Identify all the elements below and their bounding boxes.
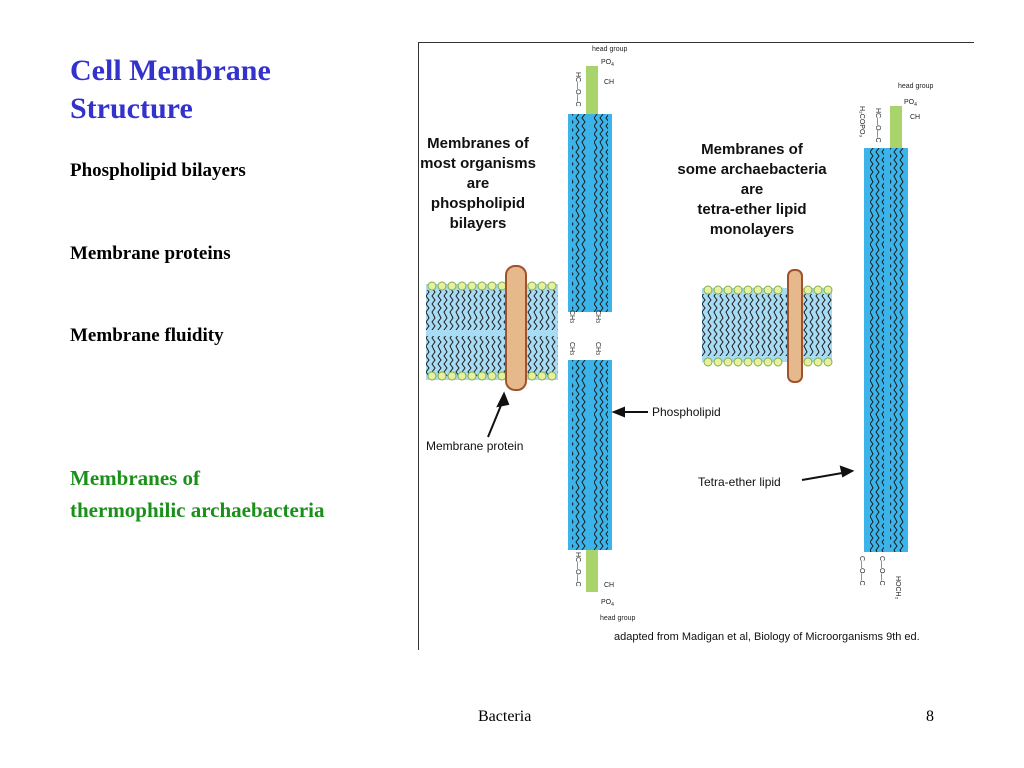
head-group-label-bottom: head group bbox=[600, 615, 636, 622]
c-o-ch-right: C—O—C bbox=[878, 556, 885, 586]
label-phospholipid: Phospholipid bbox=[652, 405, 721, 419]
h2c-o-c-right: C—O—C bbox=[858, 556, 865, 586]
hc-o-c-upper: HC—O—C bbox=[574, 72, 581, 107]
svg-text:some archaebacteria: some archaebacteria bbox=[677, 161, 827, 178]
hc-o-c-lower: HC—O—C bbox=[574, 552, 581, 587]
ch-label-right: CH bbox=[910, 114, 920, 121]
hc-o-c-right: HC—O—C bbox=[874, 108, 881, 143]
slide-title-line1: Cell Membrane bbox=[70, 54, 271, 87]
membrane-protein-right bbox=[787, 269, 803, 383]
svg-text:Membranes of: Membranes of bbox=[701, 141, 804, 158]
bullet-membrane-proteins: Membrane proteins bbox=[70, 243, 231, 264]
head-group-label-right: head group bbox=[898, 83, 934, 90]
label-tetraether: Tetra-ether lipid bbox=[698, 475, 781, 489]
svg-text:phospholipid: phospholipid bbox=[431, 195, 525, 212]
ch3-upper-left: CH3 bbox=[568, 310, 575, 323]
head-group-label-top: head group bbox=[592, 46, 628, 53]
ch3-lower-left: CH3 bbox=[568, 342, 575, 355]
figure-credit: adapted from Madigan et al, Biology of M… bbox=[614, 631, 920, 643]
svg-text:bilayers: bilayers bbox=[450, 215, 507, 232]
svg-text:Membranes of: Membranes of bbox=[427, 135, 530, 152]
svg-text:are: are bbox=[741, 181, 764, 198]
label-membrane-protein: Membrane protein bbox=[426, 439, 523, 453]
head-green-upper bbox=[586, 66, 598, 114]
phospholipid-upper: head group PO4 CH HC—O—C CH3 CH3 bbox=[568, 46, 628, 323]
svg-text:monolayers: monolayers bbox=[710, 221, 794, 238]
svg-text:most organisms: most organisms bbox=[420, 155, 536, 172]
po4-label-bottom: PO4 bbox=[601, 599, 614, 608]
head-green-lower bbox=[586, 550, 598, 592]
phospholipid-lower: CH3 CH3 HC—O—C CH PO4 head group bbox=[568, 342, 636, 622]
highlight-line2: thermophilic archaebacteria bbox=[70, 498, 325, 522]
bullet-membrane-fluidity: Membrane fluidity bbox=[70, 325, 224, 346]
ch-label-top: CH bbox=[604, 79, 614, 86]
bullet-phospholipid-bilayers: Phospholipid bilayers bbox=[70, 160, 246, 181]
membrane-protein-left bbox=[505, 265, 527, 391]
tetraether-lipid: head group PO4 CH H₂COPO₃ HC—O—C C—O—C C… bbox=[858, 83, 934, 600]
ch-label-bottom: CH bbox=[604, 582, 614, 589]
highlight-line1: Membranes of bbox=[70, 466, 201, 490]
svg-text:are: are bbox=[467, 175, 490, 192]
svg-text:tetra-ether lipid: tetra-ether lipid bbox=[697, 201, 806, 218]
right-heading: Membranes of some archaebacteria are tet… bbox=[677, 141, 827, 238]
left-heading: Membranes of most organisms are phosphol… bbox=[420, 135, 536, 232]
tetraether-arrow bbox=[801, 471, 849, 481]
slide-title-line2: Structure bbox=[70, 92, 193, 125]
slide-title: Cell Membrane Structure bbox=[70, 52, 390, 128]
ch3-lower-right: CH3 bbox=[594, 342, 601, 355]
head-green-right bbox=[890, 106, 902, 148]
membrane-figure: head group PO4 CH HC—O—C CH3 CH3 CH3 CH3… bbox=[418, 42, 974, 650]
highlight-text: Membranes of thermophilic archaebacteria bbox=[70, 462, 400, 526]
ch3-upper-right: CH3 bbox=[594, 310, 601, 323]
po4-label-right: PO4 bbox=[904, 99, 917, 108]
page-number: 8 bbox=[926, 708, 934, 725]
footer-title: Bacteria bbox=[478, 708, 532, 725]
tetraether-monolayer bbox=[702, 269, 833, 383]
h2copo3-label: H₂COPO₃ bbox=[858, 106, 865, 137]
hoch2-label: HOCH₂ bbox=[894, 576, 901, 600]
phospholipid-bilayer bbox=[426, 265, 558, 391]
po4-label-top: PO4 bbox=[601, 59, 614, 68]
